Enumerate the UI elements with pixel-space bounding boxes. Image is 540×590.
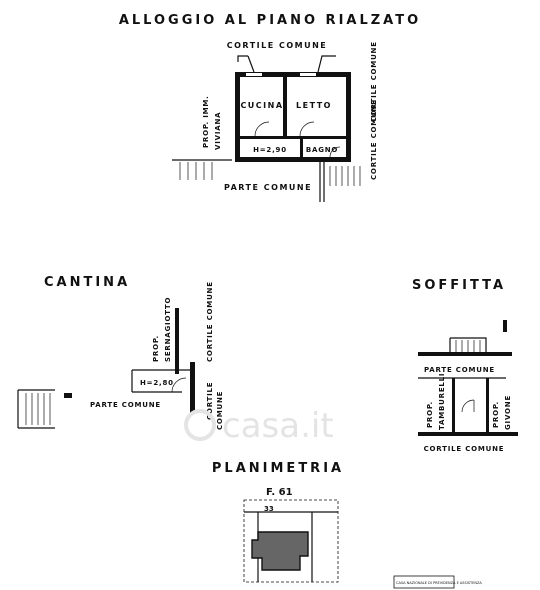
apartment-window [300, 73, 316, 76]
apartment-left-label-1: PROP. IMM. [202, 95, 210, 148]
door-swing [299, 121, 315, 137]
soffitta-bottom-wall [418, 432, 518, 436]
apartment-left-wall [235, 72, 240, 162]
soffitta-title: SOFFITTA [412, 278, 506, 293]
apartment-top-wall [235, 72, 351, 77]
cantina-stairs [17, 389, 72, 429]
cantina-left-label-1: PROP. [152, 335, 160, 362]
apartment-top-label: CORTILE COMUNE [227, 41, 328, 50]
planimetria-title: PLANIMETRIA [212, 461, 344, 476]
cantina-right-label-2: CORTILE [206, 382, 214, 420]
cantina-wall [190, 362, 195, 414]
soffitta-wall [452, 378, 455, 432]
apartment-partition [300, 139, 303, 157]
apartment-right-label-1: CORTILE COMUNE [370, 41, 378, 122]
room-cucina-label: CUCINA [240, 101, 283, 110]
soffitta-left-label-2: TAMBURELLI [438, 373, 446, 430]
map-parcel-number: 33 [264, 505, 274, 513]
soffitta-plan: PARTE COMUNE PROP. TAMBURELLI PROP. GIVO… [418, 320, 518, 453]
soffitta-right-label-2: GIVONE [504, 395, 512, 430]
apartment-left-label-2: VIVIANA [214, 112, 222, 150]
stamp-text: CASA NAZIONALE DI PREVIDENZA E ASSISTENZ… [396, 581, 482, 585]
cantina-plan: H=2,80 PROP. SERNAGIOTTO CORTILE COMUNE … [17, 281, 224, 430]
apartment-plan: CORTILE COMUNE CUCINA LETTO BAGNO H=2,90… [172, 41, 378, 202]
apartment-partition [240, 136, 346, 139]
door-swing [171, 377, 187, 393]
map-frame [243, 499, 339, 583]
door-swing [329, 146, 341, 158]
cantina-title: CANTINA [44, 275, 130, 290]
apartment-right-label-2: CORTILE COMUNE [370, 99, 378, 180]
cantina-right-label-3: COMUNE [216, 391, 224, 430]
soffitta-stairs [449, 337, 487, 352]
apartment-height: H=2,90 [253, 146, 287, 154]
apartment-bottom-wall [235, 157, 351, 162]
map-sheet-label: F. 61 [266, 487, 293, 498]
soffitta-wall [486, 378, 489, 432]
cadastral-map: F. 61 33 [243, 487, 339, 583]
apartment-window [246, 73, 262, 76]
watermark: casa.it [184, 406, 334, 446]
door-swing [254, 121, 270, 137]
soffitta-right-label-1: PROP. [492, 401, 500, 428]
apartment-bottom-label: PARTE COMUNE [224, 183, 312, 192]
cantina-right-label: CORTILE COMUNE [206, 281, 214, 362]
soffitta-wall [503, 320, 507, 332]
apartment-railing [319, 162, 361, 202]
main-title: ALLOGGIO AL PIANO RIALZATO [119, 13, 421, 28]
map-building-footprint [251, 531, 309, 571]
watermark-text: casa.it [222, 406, 334, 446]
apartment-right-wall [346, 72, 351, 162]
soffitta-top-label: PARTE COMUNE [424, 366, 495, 374]
cantina-wall [175, 308, 179, 374]
cantina-height: H=2,80 [140, 379, 174, 387]
apartment-partition [283, 77, 287, 139]
room-bagno-label: BAGNO [306, 146, 338, 154]
official-stamp: CASA NAZIONALE DI PREVIDENZA E ASSISTENZ… [393, 575, 482, 589]
soffitta-left-label-1: PROP. [426, 401, 434, 428]
cantina-bottom-label: PARTE COMUNE [90, 401, 161, 409]
room-letto-label: LETTO [296, 101, 332, 110]
cantina-left-label-2: SERNAGIOTTO [164, 297, 172, 362]
apartment-top-outline [237, 55, 336, 73]
soffitta-bottom-label: CORTILE COMUNE [424, 445, 505, 453]
apartment-stairs [172, 159, 232, 180]
soffitta-top-wall [418, 352, 512, 356]
door-swing [461, 399, 475, 413]
cantina-outline [131, 369, 190, 393]
